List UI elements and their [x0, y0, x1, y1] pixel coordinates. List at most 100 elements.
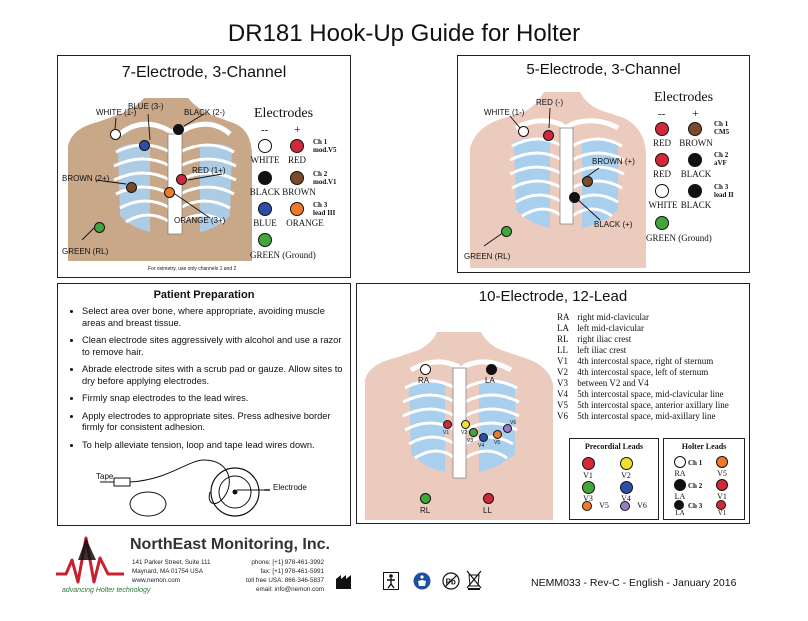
page-title: DR181 Hook-Up Guide for Holter [227, 20, 581, 47]
legend-dot-black [258, 171, 272, 185]
electrode-ra [420, 364, 431, 375]
label-green: GREEN (RL) [62, 247, 109, 256]
legend-dot-black [688, 153, 702, 167]
electrode-v1 [443, 420, 452, 429]
holter-pos-2: V1 [717, 492, 727, 501]
legend-dot-black-2 [688, 184, 702, 198]
electrode-rl [420, 493, 431, 504]
label-v1: V1 [443, 430, 450, 436]
holter-dot-la-2 [674, 500, 684, 510]
label-brown: BROWN (2+) [62, 174, 110, 183]
prep-step: To help alleviate tension, loop and tape… [82, 440, 344, 452]
legend-dot-blue [258, 202, 272, 216]
holter-dot-ra [674, 456, 686, 468]
legend-ground: GREEN (Ground) [646, 233, 712, 243]
prep-step: Clean electrode sites aggressively with … [82, 335, 344, 358]
panel-title: 7-Electrode, 3-Channel [121, 64, 287, 81]
def-row: RL right iliac crest [557, 334, 632, 344]
holter-pos-1: V5 [717, 469, 727, 478]
label-la: LA [485, 376, 495, 385]
panel-patient-preparation: Patient Preparation Select area over bon… [57, 283, 351, 526]
precordial-dot-v4 [620, 481, 633, 494]
electrode-ll [483, 493, 494, 504]
electrode-black [569, 192, 580, 203]
legend-minus: -- [261, 124, 269, 136]
company-contact: phone: [+1] 978-461-3992 fax: [+1] 978-4… [245, 559, 324, 593]
precordial-v5: V5 [599, 501, 609, 510]
legend-title: Electrodes [254, 106, 314, 121]
def-row: V1 4th intercostal space, right of stern… [557, 356, 714, 366]
torso-illustration-5 [470, 92, 646, 268]
label-brown: BROWN (+) [592, 157, 635, 166]
legend-pos-3: BLACK [680, 200, 712, 210]
holter-neg-3: LA [675, 509, 685, 517]
company-name: NorthEast Monitoring, Inc. [130, 536, 330, 553]
legend-dot-white [258, 139, 272, 153]
prep-steps: Select area over bone, where appropriate… [66, 306, 344, 457]
precordial-v1: V1 [583, 471, 593, 480]
holter-leads-box: Holter Leads Ch 1 RA V5 Ch 2 LA V1 Ch 3 … [663, 438, 745, 520]
legend-neg-1: RED [653, 138, 671, 148]
def-row: V3 between V2 and V4 [557, 378, 649, 388]
holter-dot-v1 [716, 479, 728, 491]
label-black: BLACK (2-) [184, 108, 225, 117]
precordial-leads-box: Precordial Leads V1 V2 V3 V4 V5 V6 [569, 438, 659, 520]
electrode-white [110, 129, 121, 140]
label-v3: V3 [467, 438, 474, 444]
read-instructions-icon [413, 572, 431, 590]
panel-7-electrode: 7-Electrode, 3-Channel WHITE (1-) BLUE (… [57, 55, 351, 278]
electrode-blue [139, 140, 150, 151]
panel-title: 5-Electrode, 3-Channel [526, 61, 681, 78]
oximetry-footnote: For oximetry, use only channels 1 and 2 [148, 266, 237, 272]
label-v6: V6 [510, 420, 517, 426]
label-rl: RL [420, 506, 431, 515]
def-row: V5 5th intercostal space, anterior axill… [557, 400, 729, 410]
legend-neg-3: WHITE [648, 200, 678, 210]
legend-neg-1: WHITE [250, 155, 280, 165]
panel-5-electrode: 5-Electrode, 3-Channel WHITE (1-) RED (-… [457, 55, 750, 273]
company-address: 141 Parker Street, Suite 111 Maynard, MA… [132, 559, 211, 584]
electrode-la [486, 364, 497, 375]
legend-pos-2: BLACK [680, 169, 712, 179]
legend-dot-green [655, 216, 669, 230]
holter-ch3: Ch 3 [688, 502, 703, 510]
document-code: NEMM033 - Rev-C - English - January 2016 [531, 577, 737, 589]
holter-dot-la [674, 479, 686, 491]
label-ra: RA [418, 376, 430, 385]
prep-step: Firmly snap electrodes to the lead wires… [82, 393, 344, 405]
electrode-green [94, 222, 105, 233]
electrode-v5 [493, 430, 502, 439]
label-blue: BLUE (3-) [128, 102, 164, 111]
def-row: RA right mid-clavicular [557, 312, 649, 322]
electrode-green [501, 226, 512, 237]
precordial-v2: V2 [621, 471, 631, 480]
electrode-red [176, 174, 187, 185]
prep-step: Abrade electrode sites with a scrub pad … [82, 364, 344, 387]
holter-ch2: Ch 2 [688, 482, 703, 490]
precordial-dot-v6 [620, 501, 630, 511]
precordial-v6: V6 [637, 501, 647, 510]
legend-minus: -- [658, 108, 666, 120]
electrode-label: Electrode [273, 483, 307, 492]
legend-neg-2: BLACK [249, 187, 281, 197]
electrode-white [518, 126, 529, 137]
precordial-dot-v5 [582, 501, 592, 511]
electrode-orange [164, 187, 175, 198]
panel-title: 10-Electrode, 12-Lead [478, 288, 628, 305]
def-row: V6 5th intercostal space, mid-axillary l… [557, 411, 716, 421]
prep-step: Apply electrodes to appropriate sites. P… [82, 411, 344, 434]
patient-applied-part-icon [383, 572, 399, 590]
def-row: LA left mid-clavicular [557, 323, 644, 333]
legend-neg-3: BLUE [253, 218, 277, 228]
legend-neg-2: RED [653, 169, 671, 179]
legend-dot-red [655, 122, 669, 136]
electrode-brown [126, 182, 137, 193]
label-v2: V2 [461, 430, 468, 436]
label-orange: ORANGE (3+) [174, 216, 226, 225]
lead-free-icon: Pb [442, 572, 460, 590]
legend-dot-brown [688, 122, 702, 136]
